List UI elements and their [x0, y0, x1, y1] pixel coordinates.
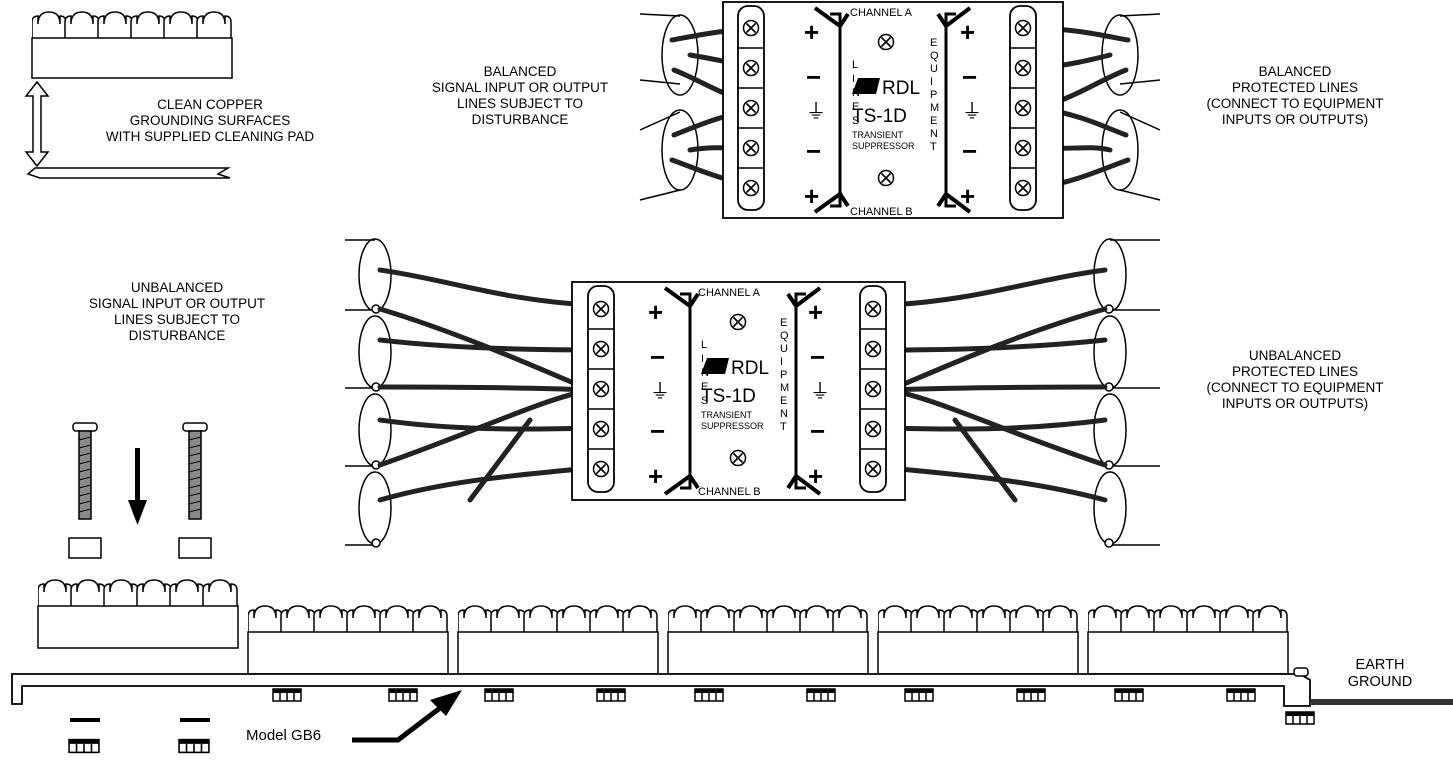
plus-sign: +: [960, 17, 975, 47]
plus-sign: +: [648, 297, 663, 327]
model-label: TS-1D: [701, 386, 756, 407]
desc-line2: SUPPRESSOR: [852, 141, 915, 151]
rdl-logo-icon: [701, 358, 729, 374]
mounting-hardware: [37, 422, 239, 649]
caption-unbalanced-input: UNBALANCED SIGNAL INPUT OR OUTPUT LINES …: [88, 280, 266, 343]
channel-b-label: CHANNEL B: [698, 486, 761, 498]
channel-a-label: CHANNEL A: [698, 287, 761, 299]
plus-sign: +: [804, 17, 819, 47]
brand-label: RDL: [731, 358, 769, 379]
plus-sign: +: [808, 297, 823, 327]
cleaning-illustration: [24, 11, 233, 179]
minus-sign: −: [810, 416, 825, 446]
ts1d-balanced: + + + + − − − − ⏚ ⏚ CHANNEL A CHANNEL B …: [639, 1, 1161, 219]
ts1d-unbalanced: + + + + − − − − ⏚ ⏚ CHANNEL A CHANNEL B …: [345, 238, 1160, 548]
plus-sign: +: [808, 461, 823, 491]
desc-line1: TRANSIENT: [852, 130, 904, 140]
brand-label: RDL: [882, 78, 920, 99]
caption-model-gb6: Model GB6: [246, 727, 322, 744]
minus-sign: −: [806, 136, 821, 166]
model-label: TS-1D: [852, 106, 907, 127]
minus-sign: −: [962, 62, 977, 92]
plus-sign: +: [648, 461, 663, 491]
minus-sign: −: [650, 416, 665, 446]
arrow-down-icon: [128, 500, 147, 525]
rdl-logo-icon: [852, 78, 880, 94]
plus-sign: +: [960, 181, 975, 211]
desc-line1: TRANSIENT: [701, 410, 753, 420]
minus-sign: −: [806, 62, 821, 92]
caption-balanced-input: BALANCED SIGNAL INPUT OR OUTPUT LINES SU…: [431, 64, 609, 127]
ground-icon: ⏚: [962, 101, 982, 123]
caption-unbalanced-protected: UNBALANCED PROTECTED LINES (CONNECT TO E…: [1206, 348, 1384, 411]
arrow-pointer-icon: [430, 690, 462, 716]
gb6-ground-bar: [11, 605, 1453, 754]
ground-icon: ⏚: [806, 101, 826, 123]
plus-sign: +: [804, 181, 819, 211]
channel-b-label: CHANNEL B: [850, 206, 913, 218]
minus-sign: −: [962, 136, 977, 166]
caption-cleaning: CLEAN COPPER GROUNDING SURFACES WITH SUP…: [105, 97, 315, 144]
minus-sign: −: [650, 342, 665, 372]
desc-line2: SUPPRESSOR: [701, 421, 764, 431]
channel-a-label: CHANNEL A: [850, 7, 913, 19]
ground-icon: ⏚: [810, 381, 830, 403]
caption-balanced-protected: BALANCED PROTECTED LINES (CONNECT TO EQU…: [1206, 64, 1384, 127]
minus-sign: −: [810, 342, 825, 372]
ground-icon: ⏚: [650, 381, 670, 403]
caption-earth-ground: EARTH GROUND: [1347, 657, 1413, 690]
